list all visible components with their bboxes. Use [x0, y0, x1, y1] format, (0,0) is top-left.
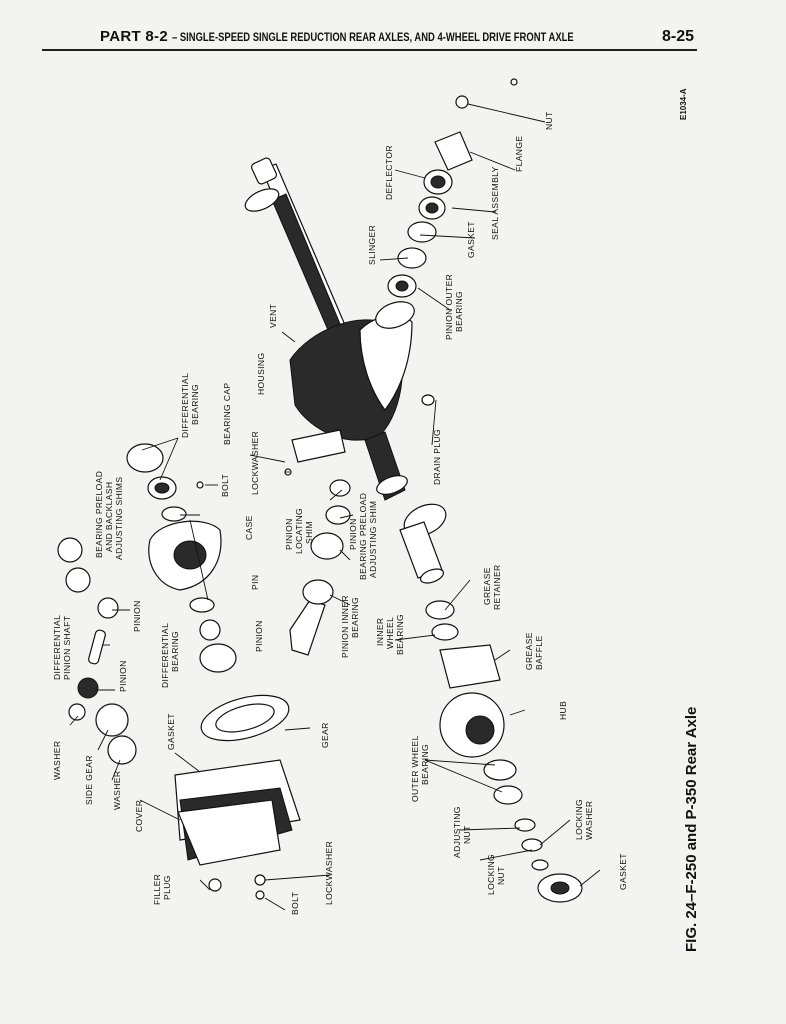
leader-lines: [69, 169, 601, 911]
label-gasket-hub: GASKET: [618, 853, 628, 890]
part-label: PART 8-2: [100, 28, 168, 45]
label-nut: NUT: [544, 111, 554, 130]
label-locking-nut-2: NUT: [496, 866, 506, 885]
label-shims-3: ADJUSTING SHIMS: [114, 477, 124, 560]
pinion-flange-parts: [387, 78, 546, 298]
label-seal-assembly: SEAL ASSEMBLY: [490, 166, 500, 240]
label-bearing-cap: BEARING CAP: [222, 383, 232, 446]
label-differential-bearing-top-1: DIFFERENTIAL: [180, 373, 190, 438]
label-filler-plug-2: PLUG: [162, 875, 172, 900]
label-inner-wheel-bearing-3: BEARING: [395, 614, 405, 655]
label-pinion-main: PINION: [254, 620, 264, 652]
label-vent: VENT: [268, 304, 278, 328]
header-rule: [42, 49, 697, 51]
label-inner-wheel-bearing-1: INNER: [375, 618, 385, 646]
ring-gear-and-cover: [174, 694, 301, 900]
label-hub: HUB: [558, 701, 568, 720]
label-filler-plug-1: FILLER: [152, 874, 162, 905]
label-drain-plug: DRAIN PLUG: [432, 429, 442, 485]
label-washer-left-2: WASHER: [112, 771, 122, 810]
part-labels: NUT FLANGE DEFLECTOR SEAL ASSEMBLY GASKE…: [52, 111, 628, 915]
label-grease-retainer-1: GREASE: [482, 567, 492, 605]
label-differential-bearing-low-2: BEARING: [170, 631, 180, 672]
label-shims-2: AND BACKLASH: [104, 482, 114, 552]
label-pinion-outer-bearing-1: PINION OUTER: [444, 274, 454, 340]
label-differential-pinion-shaft-2: PINION SHAFT: [62, 616, 72, 680]
label-inner-wheel-bearing-2: WHEEL: [385, 617, 395, 649]
label-pinion-locating-shim-1: PINION: [284, 518, 294, 550]
label-bolt-cover: BOLT: [290, 892, 300, 915]
page-header: PART 8-2 – SINGLE-SPEED SINGLE REDUCTION…: [100, 28, 700, 48]
label-lockwasher-cover: LOCKWASHER: [324, 841, 334, 905]
label-bolt-cap: BOLT: [220, 474, 230, 497]
label-gasket-cover: GASKET: [166, 713, 176, 750]
label-grease-baffle-1: GREASE: [524, 632, 534, 670]
label-deflector: DEFLECTOR: [384, 145, 394, 200]
label-outer-wheel-bearing-2: BEARING: [420, 744, 430, 785]
label-outer-wheel-bearing-1: OUTER WHEEL: [410, 735, 420, 802]
label-pin: PIN: [250, 575, 260, 590]
label-pinion-preload-shim-3: ADJUSTING SHIM: [368, 501, 378, 578]
label-pinion-small: PINION: [132, 600, 142, 632]
label-grease-retainer-2: RETAINER: [492, 564, 502, 610]
label-lockwasher-cap: LOCKWASHER: [250, 431, 260, 495]
label-gear: GEAR: [320, 722, 330, 748]
differential-parts: [57, 394, 435, 765]
hub-and-bearings: [425, 600, 583, 903]
label-cover: COVER: [134, 800, 144, 832]
label-gasket-pinion: GASKET: [466, 221, 476, 258]
label-adjusting-nut-2: NUT: [462, 825, 472, 844]
label-flange: FLANGE: [514, 136, 524, 172]
figure-code: E1034-A: [679, 88, 688, 120]
label-washer-left: WASHER: [52, 741, 62, 780]
label-pinion-inner-bearing-1: PINION INNER: [340, 595, 350, 658]
section-title: – SINGLE-SPEED SINGLE REDUCTION REAR AXL…: [171, 32, 574, 44]
label-pinion-locating-shim-2: LOCATING: [294, 508, 304, 554]
label-pinion-preload-shim-2: BEARING PRELOAD: [358, 493, 368, 580]
label-differential-bearing-top-2: BEARING: [190, 384, 200, 425]
label-differential-pinion-shaft-1: DIFFERENTIAL: [52, 615, 62, 680]
label-pinion-outer-bearing-2: BEARING: [454, 291, 464, 332]
label-locking-washer-2: WASHER: [584, 801, 594, 840]
exploded-axle-diagram: NUT FLANGE DEFLECTOR SEAL ASSEMBLY GASKE…: [52, 78, 700, 952]
figure-caption: FIG. 24–F-250 and P-350 Rear Axle: [683, 707, 700, 952]
label-housing: HOUSING: [256, 353, 266, 395]
label-locking-washer-1: LOCKING: [574, 799, 584, 840]
label-side-gear: SIDE GEAR: [84, 755, 94, 805]
label-adjusting-nut-1: ADJUSTING: [452, 806, 462, 858]
label-shims-1: BEARING PRELOAD: [94, 471, 104, 558]
label-pinion-preload-shim-1: PINION: [348, 518, 358, 550]
label-pinion-inner-bearing-2: BEARING: [350, 597, 360, 638]
label-pinion-locating-shim-3: SHIM: [304, 521, 314, 544]
label-locking-nut-1: LOCKING: [486, 854, 496, 895]
label-slinger: SLINGER: [367, 225, 377, 265]
label-case: CASE: [244, 515, 254, 540]
label-grease-baffle-2: BAFFLE: [534, 635, 544, 670]
label-differential-bearing-low-1: DIFFERENTIAL: [160, 623, 170, 688]
label-pinion-left: PINION: [118, 660, 128, 692]
page-number: 8-25: [662, 28, 695, 45]
